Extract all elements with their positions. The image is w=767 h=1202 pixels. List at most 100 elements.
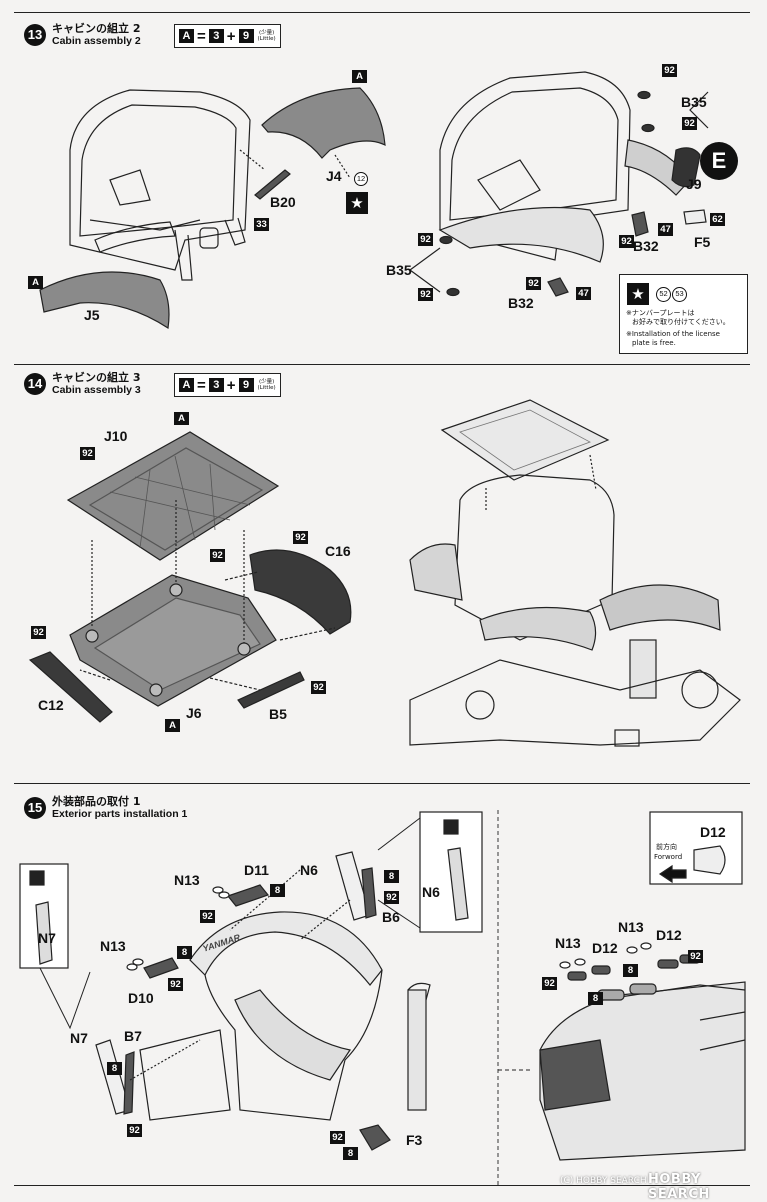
cabin-with-fenders-illustration [438, 71, 691, 263]
decal-number: 12 [354, 172, 368, 186]
watermark-brand: HOBBY SEARCH [648, 1172, 710, 1202]
paint-tag: 33 [254, 218, 269, 231]
step-title-en: Cabin assembly 3 [52, 384, 141, 396]
part-b5 [237, 671, 305, 709]
license-plate-note: ★ 52 53 ※ナンバープレートは お好みで取り付けてください。 ※Insta… [619, 274, 748, 354]
paint-tag: 92 [200, 910, 215, 923]
part-j9 [671, 147, 701, 188]
paint-tag: 47 [658, 223, 673, 236]
paint-code: A [179, 378, 194, 392]
paint-tag: 92 [80, 447, 95, 460]
part-label: B20 [270, 194, 296, 210]
step-number: 14 [24, 373, 46, 395]
paint-code: 9 [238, 29, 254, 43]
part-label: C12 [38, 697, 64, 713]
part-b35 [439, 235, 453, 245]
part-label: D12 [700, 824, 726, 840]
part-label: N7 [70, 1030, 88, 1046]
paint-code: 9 [238, 378, 254, 392]
paint-tag: 92 [688, 950, 703, 963]
paint-tag: A [352, 70, 367, 83]
part-f3 [359, 1124, 391, 1151]
part-label: B7 [124, 1028, 142, 1044]
part-label: B32 [508, 295, 534, 311]
paint-tag: 92 [31, 626, 46, 639]
step-title-en: Exterior parts installation 1 [52, 808, 188, 820]
paint-tag: 92 [662, 64, 677, 77]
paint-mix-formula: A = 3 + 9 (少量)(Little) [174, 24, 281, 48]
paint-tag: 8 [343, 1147, 358, 1160]
top-border [14, 12, 750, 13]
paint-tag: 92 [619, 235, 634, 248]
paint-tag: A [174, 412, 189, 425]
little-note: (少量)(Little) [257, 29, 276, 43]
part-label: B32 [633, 238, 659, 254]
paint-tag: 92 [526, 277, 541, 290]
part-label: B35 [681, 94, 707, 110]
direction-text-en: Forword [654, 853, 683, 861]
little-note: (少量)(Little) [257, 378, 276, 392]
decal-number: 52 [656, 287, 671, 302]
watermark-credit: (C) HOBBY SEARCH [560, 1176, 647, 1186]
part-b35 [446, 287, 460, 297]
part-d10 [143, 957, 179, 979]
part-label: J6 [186, 705, 202, 721]
paint-tag: 92 [542, 977, 557, 990]
part-label: N13 [618, 919, 644, 935]
step-b20 [254, 169, 291, 200]
part-label: B35 [386, 262, 412, 278]
note-text: plate is free. [632, 339, 676, 347]
paint-tag: 8 [588, 992, 603, 1005]
part-label: N7 [38, 930, 56, 946]
part-b35 [641, 123, 655, 133]
cabin-frame-illustration [69, 89, 251, 281]
paint-tag: 92 [168, 978, 183, 991]
roof-assembled [440, 399, 610, 481]
step-number: 15 [24, 797, 46, 819]
paint-code: 3 [208, 378, 224, 392]
paint-tag: 92 [418, 288, 433, 301]
section-divider [14, 364, 750, 365]
note-text: ※Installation of the license [626, 330, 720, 338]
step-number: 13 [24, 24, 46, 46]
step-title-jp: キャビンの組立 2 [52, 22, 141, 35]
note-text: ※ナンバープレートは [626, 309, 695, 317]
part-b32 [631, 211, 649, 237]
part-d11 [226, 884, 270, 907]
step-title-jp: 外装部品の取付 1 [52, 795, 141, 808]
section-divider [14, 783, 750, 784]
paint-tag: 8 [623, 964, 638, 977]
paint-tag: 8 [270, 884, 285, 897]
plus-sign: + [226, 27, 236, 45]
hood-illustration [539, 981, 746, 1161]
fender-j4 [261, 87, 386, 159]
step-title-en: Cabin assembly 2 [52, 35, 141, 47]
paint-tag: A [28, 276, 43, 289]
paint-tag: 92 [682, 117, 697, 130]
tractor-body-illustration [409, 474, 741, 747]
paint-tag: 8 [107, 1062, 122, 1075]
part-label: B5 [269, 706, 287, 722]
paint-tag: 92 [293, 531, 308, 544]
paint-tag: 8 [384, 870, 399, 883]
bottom-border [14, 1185, 750, 1186]
paint-tag: 92 [127, 1124, 142, 1137]
paint-code: A [179, 29, 194, 43]
part-label: N13 [174, 872, 200, 888]
part-label: D10 [128, 990, 154, 1006]
part-label: D12 [656, 927, 682, 943]
part-label: N6 [300, 862, 318, 878]
equals-sign: = [197, 376, 206, 394]
part-label: J9 [686, 176, 702, 192]
part-label: J5 [84, 307, 100, 323]
paint-mix-formula: A = 3 + 9 (少量)(Little) [174, 373, 281, 397]
plus-sign: + [226, 376, 236, 394]
part-label: B6 [382, 909, 400, 925]
part-label: D11 [244, 862, 269, 878]
decal-number: 53 [672, 287, 687, 302]
part-b6 [361, 867, 377, 919]
part-b7 [123, 1051, 135, 1115]
part-b32 [547, 277, 569, 297]
